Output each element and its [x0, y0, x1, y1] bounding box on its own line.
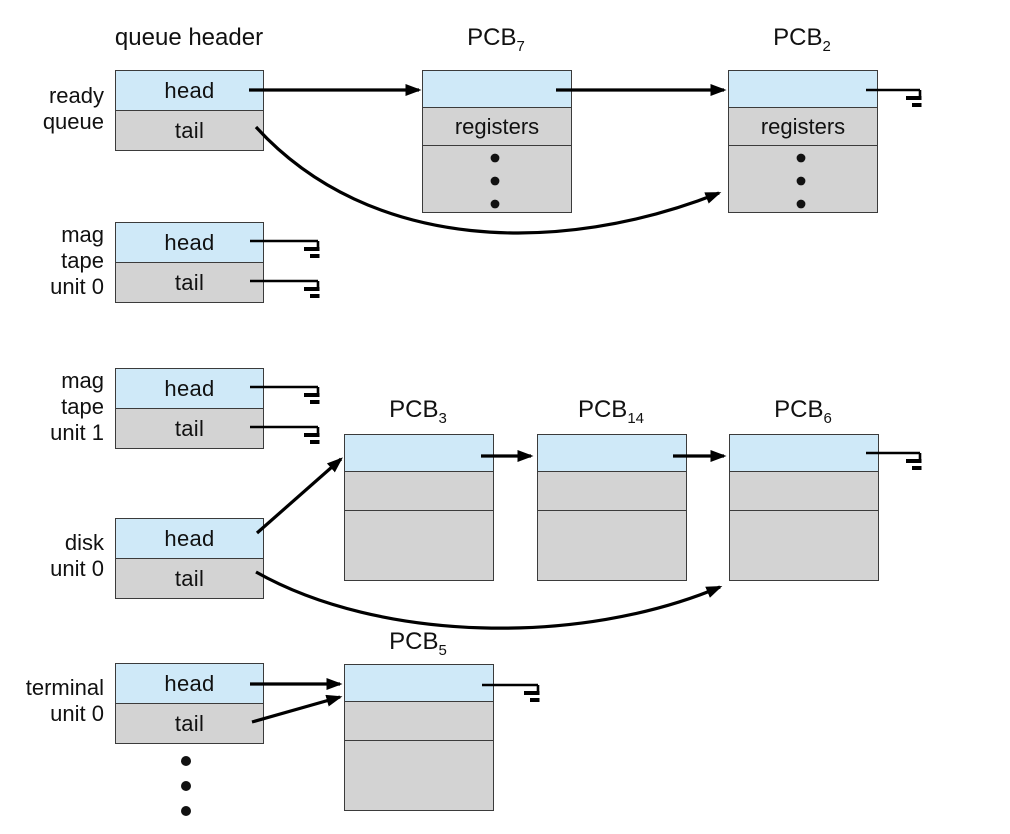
- arrow-terminal-tail-to-pcb5: [251, 694, 343, 724]
- pcb5-body-cell-1: [345, 702, 493, 741]
- pcb2-title-base: PCB: [773, 24, 823, 51]
- mag-tape-0-tail-cell: tail: [116, 263, 263, 302]
- pcb6-body-cell-1: [730, 472, 878, 511]
- arrow-disk-head-to-pcb3: [255, 457, 343, 535]
- pcb7-ellipsis-cell: [423, 146, 571, 212]
- pcb2-title-sub: 2: [822, 37, 831, 55]
- pcb2-ellipsis-cell: [729, 146, 877, 212]
- disk-0-tail-cell: tail: [116, 559, 263, 598]
- pcb7-title-sub: 7: [516, 37, 525, 55]
- queue-box-mag-tape-1: head tail: [115, 368, 264, 449]
- pcb14-box: [537, 434, 687, 581]
- pcb5-box: [344, 664, 494, 811]
- ready-head-cell: head: [116, 71, 263, 111]
- queue-label-terminal-0: terminal unit 0: [25, 675, 104, 726]
- pcb2-registers-cell: registers: [729, 108, 877, 146]
- pcb5-link-cell: [345, 665, 493, 702]
- mag-tape-0-head-cell: head: [116, 223, 263, 263]
- queue-label-disk-0: disk unit 0: [50, 530, 104, 581]
- pcb3-body-cell-2: [345, 511, 493, 580]
- pcb7-title-base: PCB: [467, 24, 517, 51]
- pcb7-title: PCB7: [422, 24, 570, 55]
- mag-tape-1-tail-cell: tail: [116, 409, 263, 448]
- ellipsis-more-queues: [181, 756, 191, 816]
- pcb5-title-sub: 5: [438, 641, 447, 659]
- pcb7-box: registers: [422, 70, 572, 213]
- disk-0-head-cell: head: [116, 519, 263, 559]
- pcb5-title: PCB5: [344, 628, 492, 659]
- queue-box-mag-tape-0: head tail: [115, 222, 264, 303]
- queue-label-mag-tape-1: mag tape unit 1: [50, 368, 104, 445]
- pcb2-title: PCB2: [728, 24, 876, 55]
- pcb3-title-base: PCB: [389, 396, 439, 423]
- pcb3-body-cell-1: [345, 472, 493, 511]
- queue-box-disk-0: head tail: [115, 518, 264, 599]
- pcb14-body-cell-2: [538, 511, 686, 580]
- queue-box-terminal-0: head tail: [115, 663, 264, 744]
- pcb3-box: [344, 434, 494, 581]
- terminal-0-head-cell: head: [116, 664, 263, 704]
- pcb7-link-cell: [423, 71, 571, 108]
- queue-box-ready: head tail: [115, 70, 264, 151]
- pcb3-link-cell: [345, 435, 493, 472]
- pcb6-title: PCB6: [729, 396, 877, 427]
- ready-tail-cell: tail: [116, 111, 263, 150]
- pcb6-box: [729, 434, 879, 581]
- pcb14-title-base: PCB: [577, 396, 628, 423]
- terminal-0-tail-cell: tail: [116, 704, 263, 743]
- queue-label-mag-tape-0: mag tape unit 0: [50, 222, 104, 299]
- queue-label-ready: ready queue: [42, 83, 104, 134]
- pcb5-title-base: PCB: [389, 628, 439, 655]
- pcb3-title-sub: 3: [438, 409, 447, 427]
- pcb6-body-cell-2: [730, 511, 878, 580]
- pcb14-title-sub: 14: [627, 409, 645, 427]
- pcb2-link-cell: [729, 71, 877, 108]
- pcb14-title: PCB14: [537, 396, 685, 427]
- pcb3-title: PCB3: [344, 396, 492, 427]
- pcb14-body-cell-1: [538, 472, 686, 511]
- pcb14-link-cell: [538, 435, 686, 472]
- pcb6-title-sub: 6: [823, 409, 832, 427]
- pcb5-body-cell-2: [345, 741, 493, 810]
- pcb6-title-base: PCB: [774, 396, 824, 423]
- mag-tape-1-head-cell: head: [116, 369, 263, 409]
- pcb2-box: registers: [728, 70, 878, 213]
- pcb6-link-cell: [730, 435, 878, 472]
- queue-header-title: queue header: [114, 24, 264, 51]
- pcb7-registers-cell: registers: [423, 108, 571, 146]
